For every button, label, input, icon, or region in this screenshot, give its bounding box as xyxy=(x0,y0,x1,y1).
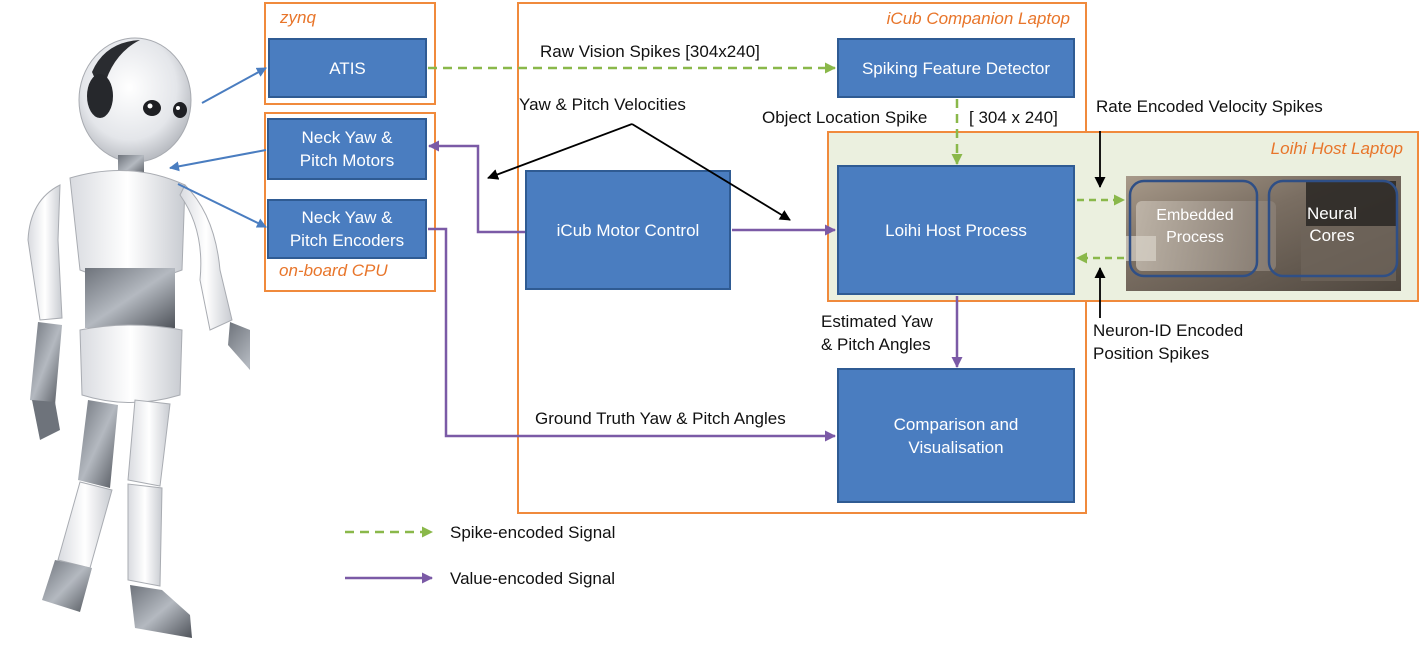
ground-truth-label: Ground Truth Yaw & Pitch Angles xyxy=(535,409,786,428)
neck-encoders-block: Neck Yaw & Pitch Encoders xyxy=(267,199,427,259)
zynq-container xyxy=(264,2,436,105)
encoders-to-comparison-value xyxy=(428,227,836,442)
embedded-process-label: Embedded Process xyxy=(1156,207,1234,246)
grid-size-label: [ 304 x 240] xyxy=(969,108,1058,127)
atis-block: ATIS xyxy=(268,38,427,98)
rate-encoded-label: Rate Encoded Velocity Spikes xyxy=(1096,97,1323,116)
velocities-pointer-right xyxy=(631,123,791,221)
legend-value-text: Value-encoded Signal xyxy=(450,569,616,588)
control-to-motors-value xyxy=(428,140,525,234)
estimated-angles-label: Estimated Yaw & Pitch Angles xyxy=(821,312,933,354)
comparison-visualisation-block: Comparison and Visualisation xyxy=(837,368,1075,503)
loihi-host-title: Loihi Host Laptop xyxy=(1270,139,1403,158)
neural-cores-label: Neural Cores xyxy=(1306,204,1358,245)
companion-laptop-title: iCub Companion Laptop xyxy=(886,9,1070,28)
yaw-pitch-velocities-label: Yaw & Pitch Velocities xyxy=(519,95,686,114)
loihi-host-process-block: Loihi Host Process xyxy=(837,165,1075,295)
robot-to-encoders-link xyxy=(177,183,267,228)
robot-to-atis-link xyxy=(201,67,267,104)
neuron-id-label: Neuron-ID Encoded Position Spikes xyxy=(1093,321,1244,363)
humanoid-robot-icon xyxy=(27,37,250,638)
object-location-label: Object Location Spike xyxy=(762,108,928,127)
motors-to-robot-link xyxy=(169,149,267,172)
loihi-chip-photo xyxy=(1126,176,1401,291)
raw-vision-label: Raw Vision Spikes [304x240] xyxy=(540,42,760,61)
velocities-pointer-left xyxy=(487,123,633,180)
spiking-feature-detector-block: Spiking Feature Detector xyxy=(837,38,1075,98)
icub-motor-control-block: iCub Motor Control xyxy=(525,170,731,290)
onboard-cpu-title: on-board CPU xyxy=(279,261,388,280)
onboard-cpu-container xyxy=(264,112,436,292)
zynq-title: zynq xyxy=(280,8,316,27)
legend-spike-text: Spike-encoded Signal xyxy=(450,523,616,542)
neck-motors-block: Neck Yaw & Pitch Motors xyxy=(267,118,427,180)
